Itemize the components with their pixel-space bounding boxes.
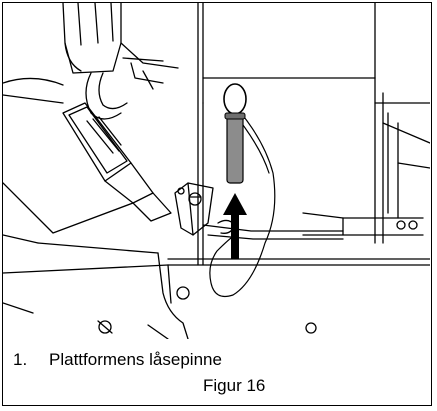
legend-item: 1. Plattformens låsepinne <box>13 350 222 370</box>
figure-label: Figur 16 <box>203 376 266 395</box>
figure-frame: 1. Plattformens låsepinne Figur 16 <box>2 2 432 406</box>
platform-lock-pin-illustration <box>3 3 430 339</box>
legend-item-number: 1. <box>13 350 28 369</box>
legend-item-label: Plattformens låsepinne <box>49 350 222 369</box>
lower-plate <box>3 252 317 339</box>
lock-pin <box>223 83 247 184</box>
right-box <box>302 102 430 236</box>
up-arrow-icon <box>223 193 247 259</box>
figure-caption: 1. Plattformens låsepinne Figur 16 <box>3 343 430 403</box>
upper-housing <box>62 3 179 90</box>
main-frame <box>3 3 430 274</box>
lock-bracket <box>174 182 344 240</box>
outlet-box <box>62 102 172 222</box>
